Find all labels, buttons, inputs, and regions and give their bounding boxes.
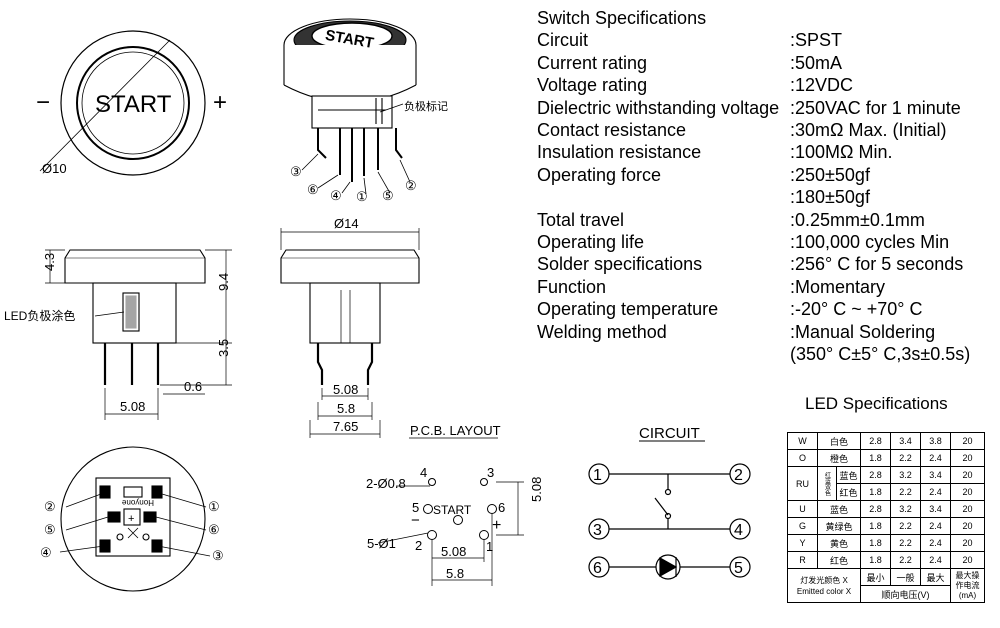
circuit-pin-1: 1 <box>593 467 602 484</box>
dim-7-65: 7.65 <box>333 419 358 434</box>
dia10-leader <box>39 39 171 172</box>
bottom-pin-3: ③ <box>212 548 224 563</box>
emit-color-en: Emitted color X <box>796 586 852 596</box>
spec-row: Dielectric withstanding voltage:250VAC f… <box>537 97 961 118</box>
pcb-num-6: 6 <box>498 500 505 515</box>
spec-row: (350° C±5° C,3s±0.5s) <box>790 344 971 365</box>
pcb-5-8: 5.8 <box>446 566 464 581</box>
pcb-num-3: 3 <box>487 465 494 480</box>
pcb-5-08-h: 5.08 <box>441 544 466 559</box>
iso-pin-1: ① <box>356 189 368 204</box>
dim-5-08-a: 5.08 <box>120 399 145 414</box>
pcb-plus: + <box>492 517 501 534</box>
bottom-pin-4: ④ <box>40 545 52 560</box>
pcb-num-4: 4 <box>420 465 427 480</box>
circuit-pin-2: 2 <box>734 467 743 484</box>
pcb-2-dia08: 2-Ø0.8 <box>366 476 406 491</box>
spec-row: :180±50gf <box>790 187 870 208</box>
circuit-pin-6: 6 <box>593 560 602 577</box>
front-start-label: START <box>95 91 172 118</box>
side-view-right <box>280 228 420 438</box>
spec-row: Welding method:Manual Soldering <box>537 321 936 342</box>
spec-row: Operating temperature:-20° C ~ +70° C <box>537 299 923 320</box>
dim-0-6: 0.6 <box>184 379 202 394</box>
bottom-brand: Honyone <box>121 498 154 507</box>
dim-5-8: 5.8 <box>337 401 355 416</box>
front-inner-circle <box>76 46 190 160</box>
circuit-pin-3: 3 <box>593 522 602 539</box>
front-plus: + <box>213 89 227 116</box>
spec-row: Total travel:0.25mm±0.1mm <box>537 209 925 230</box>
specs-title: Switch Specifications <box>537 8 707 28</box>
pcb-5-08-v: 5.08 <box>529 477 544 502</box>
pcb-start: START <box>433 503 472 517</box>
spec-row: Operating force:250±50gf <box>537 164 870 185</box>
dim-5-08-b: 5.08 <box>333 382 358 397</box>
bottom-pin-2: ② <box>44 499 56 514</box>
led-footer-row: 灯发光颜色 X Emitted color X 最小 一般 最大 最大操 作电流… <box>787 568 985 603</box>
bottom-view <box>59 446 211 592</box>
bottom-plus: + <box>128 513 134 525</box>
front-minus: − <box>36 89 50 116</box>
side-view-left <box>45 249 232 420</box>
led-footer-row-2: 顺向电压(V) <box>788 585 985 603</box>
dim-4-3: 4.3 <box>42 253 57 271</box>
bottom-pin-5: ⑤ <box>44 522 56 537</box>
circuit-pin-4: 4 <box>734 522 743 539</box>
iso-pin-3: ③ <box>290 164 302 179</box>
bottom-pin-1: ① <box>208 499 220 514</box>
iso-pin-2: ② <box>405 178 417 193</box>
pcb-5-dia1: 5-Ø1 <box>367 536 396 551</box>
front-outer-circle <box>60 30 206 176</box>
pcb-layout <box>377 437 524 586</box>
isometric-view <box>283 18 417 195</box>
spec-row: Current rating:50mA <box>537 52 843 73</box>
dim-3-5: 3.5 <box>216 339 231 357</box>
iso-pin-5: ⑤ <box>382 188 394 203</box>
led-specs-title: LED Specifications <box>805 394 948 413</box>
circuit-diagram <box>588 440 751 580</box>
pcb-num-2: 2 <box>415 538 422 553</box>
cathode-mark-label: 负极标记 <box>404 99 448 113</box>
spec-row: Function:Momentary <box>537 276 886 297</box>
spec-row: Voltage rating:12VDC <box>537 75 854 96</box>
iso-pin-4: ④ <box>330 188 342 203</box>
spec-row: Operating life:100,000 cycles Min <box>537 232 950 253</box>
dim-dia14: Ø14 <box>334 216 359 231</box>
pcb-num-1: 1 <box>486 539 493 554</box>
iso-pin-6: ⑥ <box>307 182 319 197</box>
front-cap-circle <box>81 51 185 155</box>
pcb-minus: − <box>411 512 420 529</box>
spec-row: Contact resistance:30mΩ Max. (Initial) <box>537 120 947 141</box>
led-neg-label: LED负极涂色 <box>4 308 75 323</box>
spec-row: Insulation resistance:100MΩ Min. <box>537 142 893 163</box>
front-view <box>39 30 206 176</box>
pcb-title: P.C.B. LAYOUT <box>410 423 501 438</box>
spec-row: Circuit:SPST <box>537 30 843 51</box>
pcb-num-5: 5 <box>412 500 419 515</box>
circuit-pin-5: 5 <box>734 560 743 577</box>
circuit-title: CIRCUIT <box>639 425 700 442</box>
emit-color-cn: 灯发光颜色 X <box>800 575 848 585</box>
switch-specifications: Switch Specifications Circuit:SPST Curre… <box>537 7 997 366</box>
dim-9-4: 9.4 <box>216 273 231 291</box>
spec-row: Solder specifications:256° C for 5 secon… <box>537 254 964 275</box>
bottom-pin-6: ⑥ <box>208 522 220 537</box>
dia10-label: Ø10 <box>42 161 67 176</box>
